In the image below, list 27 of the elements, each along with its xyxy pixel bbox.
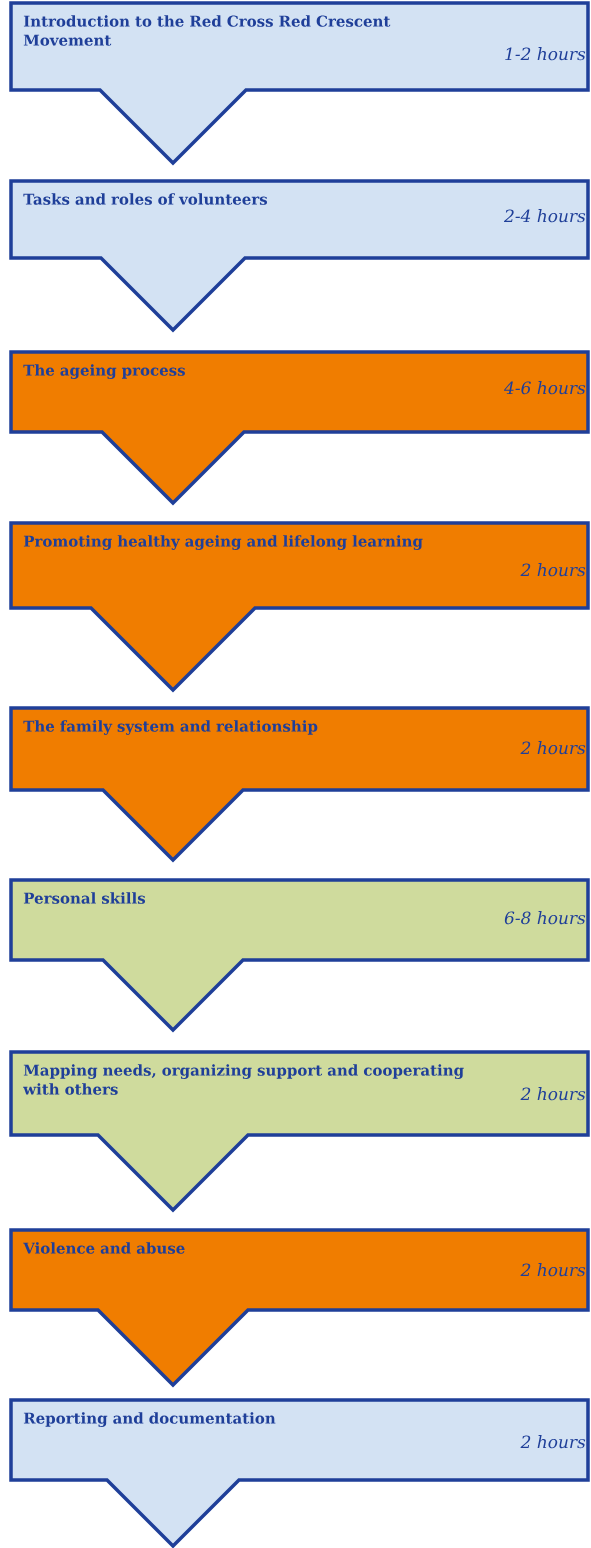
- duration: 1-2 hours: [505, 47, 586, 61]
- stage-title: Personal skills: [23, 892, 146, 904]
- duration: 2 hours: [520, 563, 586, 577]
- chevron-box: [9, 1, 590, 166]
- stage-title: Reporting and documentation: [23, 1412, 276, 1427]
- chevron-box: [9, 1398, 590, 1548]
- duration: 4-6 hours: [504, 381, 586, 395]
- stage-title: Tasks and roles of volunteers: [23, 193, 268, 205]
- chevron-box: [9, 350, 590, 506]
- stage-title: The ageing process: [23, 364, 185, 379]
- chevron-box: [9, 179, 590, 333]
- duration: 2 hours: [520, 1263, 586, 1277]
- duration: 2-4 hours: [503, 209, 586, 223]
- stage-title: Introduction to the Red Cross Red Crescent Movement: [23, 15, 391, 46]
- stage-title: Promoting healthy ageing and lifelong learning: [23, 535, 423, 550]
- stage-title: The family system and relationship: [23, 720, 318, 735]
- duration: 2 hours: [520, 1435, 586, 1449]
- chevron-box: [9, 521, 590, 693]
- duration: 2 hours: [520, 741, 586, 755]
- chevron-box: [9, 1050, 590, 1213]
- stage-title: Mapping needs, organizing support and cooperating with others: [23, 1064, 464, 1095]
- chevron-box: [9, 706, 590, 863]
- chevron-box: [9, 878, 590, 1033]
- chevron-box: [9, 1228, 590, 1388]
- duration: 2 hours: [520, 1087, 586, 1101]
- duration: 6-8 hours: [504, 911, 586, 925]
- stage-title: Violence and abuse: [23, 1242, 185, 1254]
